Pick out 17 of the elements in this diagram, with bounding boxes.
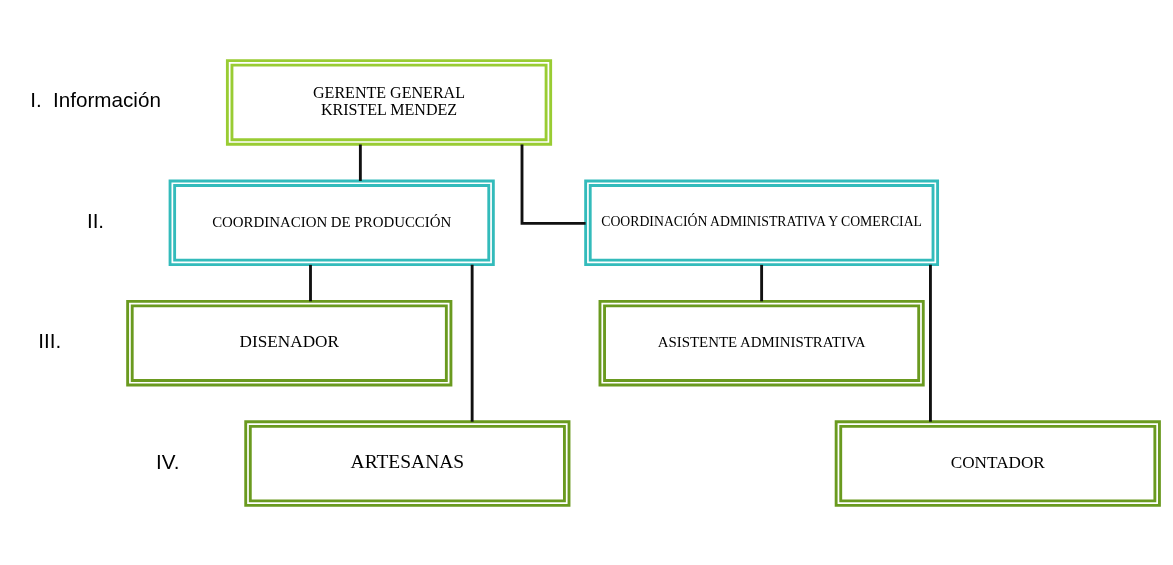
label: IV. (156, 449, 180, 473)
connector (309, 264, 312, 301)
node-box: ARTESANAS (244, 419, 571, 507)
node-box: ASISTENTE ADMINISTRATIVA (598, 299, 925, 386)
node-box: COORDINACIÓN ADMINISTRATIVA Y COMERCIAL (584, 179, 940, 266)
node-box: COORDINACION DE PRODUCCIÓN (168, 179, 495, 266)
node-box: DISENADOR (126, 299, 453, 386)
connector (760, 264, 764, 301)
node-box: GERENTE GENERAL KRISTEL MENDEZ (225, 58, 553, 146)
label: I. Información (30, 87, 161, 111)
connector (520, 143, 586, 225)
connector (470, 264, 474, 422)
connector (358, 144, 362, 181)
label: III. (38, 328, 62, 352)
node-box: CONTADOR (834, 419, 1161, 507)
label: II. (86, 208, 105, 232)
connector (929, 264, 932, 422)
